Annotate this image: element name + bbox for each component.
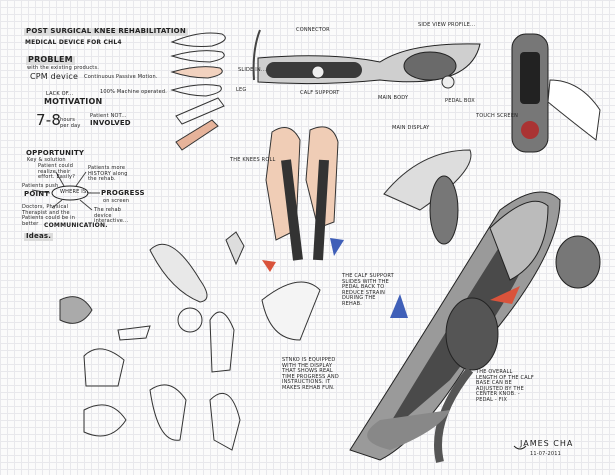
mind-map-links: [31, 171, 100, 211]
opportunity-sub: Key & solution: [27, 157, 66, 163]
slide-label: SLIDE IN...: [238, 67, 267, 73]
main-body-label: MAIN BODY: [378, 95, 409, 101]
note-push: Patients push: [22, 183, 59, 189]
side-view-profile-sketch: [252, 29, 481, 89]
lack-label: LACK OF...: [46, 91, 74, 97]
main-device-rendering: [349, 175, 601, 463]
calf-support-label: CALF SUPPORT: [300, 90, 340, 96]
legs-on-device-sketch: [262, 126, 344, 272]
display-note: STNKO IS EQUIPPED WITH THE DISPLAY THAT …: [282, 357, 339, 391]
note-history: Patients more HISTORY along the rehab.: [88, 165, 128, 182]
note-realize-effort: Patient could realize their effort. Easi…: [38, 163, 76, 180]
signature-flourish: [513, 445, 527, 450]
main-display-label: MAIN DISPLAY: [392, 125, 430, 131]
page-title: POST SURGICAL KNEE REHABILITATION: [24, 27, 188, 36]
cpm-label: CPM device: [30, 72, 79, 81]
problem-intro: with the existing products.: [27, 65, 100, 71]
note-progress-post: on screen: [103, 198, 130, 204]
side-view-label: SIDE VIEW PROFILE...: [418, 22, 476, 28]
patient-note: Patient NOT...: [90, 113, 127, 119]
hours-value: 7-8: [36, 111, 62, 129]
knee-label: THE KNEES ROLL: [230, 157, 276, 163]
hours-unit: hours per day: [60, 117, 81, 129]
leg-label: LEG: [236, 87, 247, 93]
signature-date: 11-07-2011: [530, 451, 562, 457]
ideas-heading: Ideas.: [24, 232, 54, 241]
motivation-label: MOTIVATION: [44, 97, 103, 106]
note-point: POINT: [24, 190, 50, 198]
note-interactive: The rehab device interactive...: [94, 207, 129, 224]
mind-map-center-label: WHERE IS...: [60, 189, 92, 195]
touch-screen-device-sketch: [511, 33, 601, 153]
involved-label: INVOLVED: [90, 119, 131, 127]
length-adjust-note: THE OVERALL LENGTH OF THE CALF BASE CAN …: [476, 369, 534, 403]
concept-thumbnail-sketches: [59, 231, 321, 451]
note-progress: PROGRESS: [101, 189, 145, 197]
calf-support-note: THE CALF SUPPORT SLIDES WITH THE PEDAL B…: [342, 273, 394, 307]
note-communication: Doctors, Physical Therapist and the Pati…: [22, 204, 76, 227]
designer-signature: JAMES CHA: [520, 439, 574, 448]
pedal-label: PEDAL BOX: [445, 98, 475, 104]
cpm-desc: Continuous Passive Motion.: [84, 74, 158, 80]
communication-label: COMMUNICATION.: [44, 222, 108, 229]
machine-note: 100% Machine operated.: [100, 89, 168, 95]
pedal-thumbnail-sketches: [170, 32, 226, 151]
page-subtitle: MEDICAL DEVICE FOR CHL4: [25, 39, 122, 46]
problem-heading: PROBLEM: [26, 55, 75, 65]
opportunity-heading: OPPORTUNITY: [26, 149, 85, 157]
connector-label: CONNECTOR: [296, 27, 330, 33]
touch-screen-label: TOUCH SCREEN: [476, 113, 519, 119]
